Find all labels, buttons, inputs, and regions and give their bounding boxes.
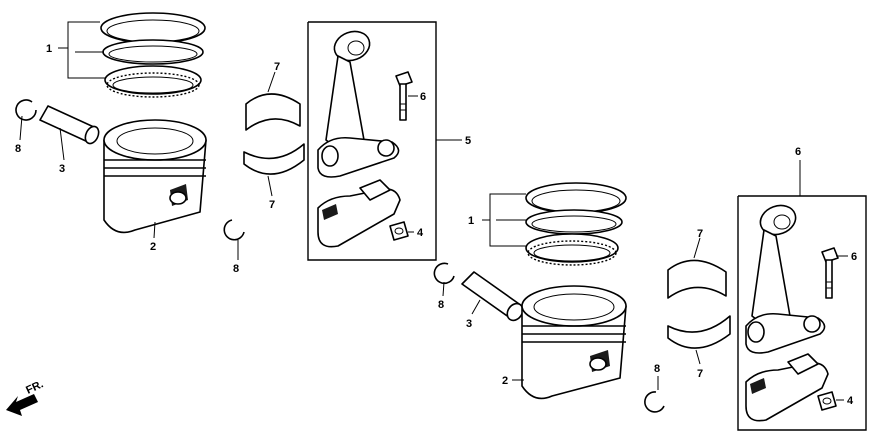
- callout-piston-b: 2: [502, 375, 508, 387]
- bearing-shell-a-upper[interactable]: [245, 93, 301, 131]
- callout-bearing-b-bottom: 7: [697, 368, 703, 380]
- callout-bolt-a: 6: [420, 91, 426, 103]
- callout-clip-d: 8: [654, 363, 660, 375]
- callout-piston-a: 2: [150, 241, 156, 253]
- piston-pin-clip-d[interactable]: [644, 391, 665, 413]
- connecting-rod-a[interactable]: [317, 27, 400, 178]
- callout-bearing-b-top: 7: [697, 228, 703, 240]
- callout-clip-a: 8: [15, 143, 21, 155]
- conrod-bolt-a[interactable]: [395, 71, 413, 121]
- piston-pin-clip-c[interactable]: [433, 262, 455, 285]
- bearing-shell-b-upper[interactable]: [667, 259, 727, 299]
- piston-pin-clip-a[interactable]: [15, 99, 37, 121]
- piston-ring-set-b[interactable]: [525, 182, 627, 266]
- callout-ring-set-a: 1: [46, 43, 52, 55]
- connecting-rod-b[interactable]: [745, 201, 826, 354]
- conrod-nut-b[interactable]: [817, 391, 837, 411]
- callout-pin-b: 3: [466, 318, 472, 330]
- ring-bracket-b: [489, 193, 496, 247]
- callout-clip-c: 8: [438, 299, 444, 311]
- callout-bearing-a-top: 7: [274, 61, 280, 73]
- piston-b[interactable]: [521, 285, 627, 400]
- callout-bearing-a-bottom: 7: [269, 199, 275, 211]
- bearing-shell-b-lower[interactable]: [667, 315, 731, 349]
- callout-pin-a: 3: [59, 163, 65, 175]
- front-direction-arrow-icon: FR.: [6, 378, 45, 416]
- callout-rod-assy-a: 5: [465, 135, 471, 147]
- callout-nut-a: 4: [417, 227, 424, 239]
- callout-bolt-b: 6: [851, 251, 857, 263]
- rod-cap-b[interactable]: [745, 353, 829, 422]
- piston-a[interactable]: [103, 119, 207, 234]
- rod-assembly-box-a: [307, 21, 437, 261]
- rod-assembly-box-b: [737, 195, 867, 431]
- ring-bracket-a: [67, 21, 75, 79]
- conrod-nut-a[interactable]: [389, 221, 409, 241]
- piston-pin-b[interactable]: [461, 271, 526, 323]
- conrod-bolt-b[interactable]: [821, 247, 839, 299]
- callout-nut-b: 4: [847, 395, 854, 407]
- piston-pin-clip-b[interactable]: [223, 219, 245, 241]
- piston-pin-a[interactable]: [39, 105, 101, 146]
- direction-marker-label: FR.: [24, 378, 45, 396]
- bearing-shell-a-lower[interactable]: [243, 143, 305, 175]
- callout-ring-set-b: 1: [468, 215, 474, 227]
- callout-clip-b: 8: [233, 263, 239, 275]
- rod-cap-a[interactable]: [317, 179, 401, 248]
- piston-ring-set-a[interactable]: [100, 12, 206, 98]
- callout-rod-assy-b: 6: [795, 146, 801, 158]
